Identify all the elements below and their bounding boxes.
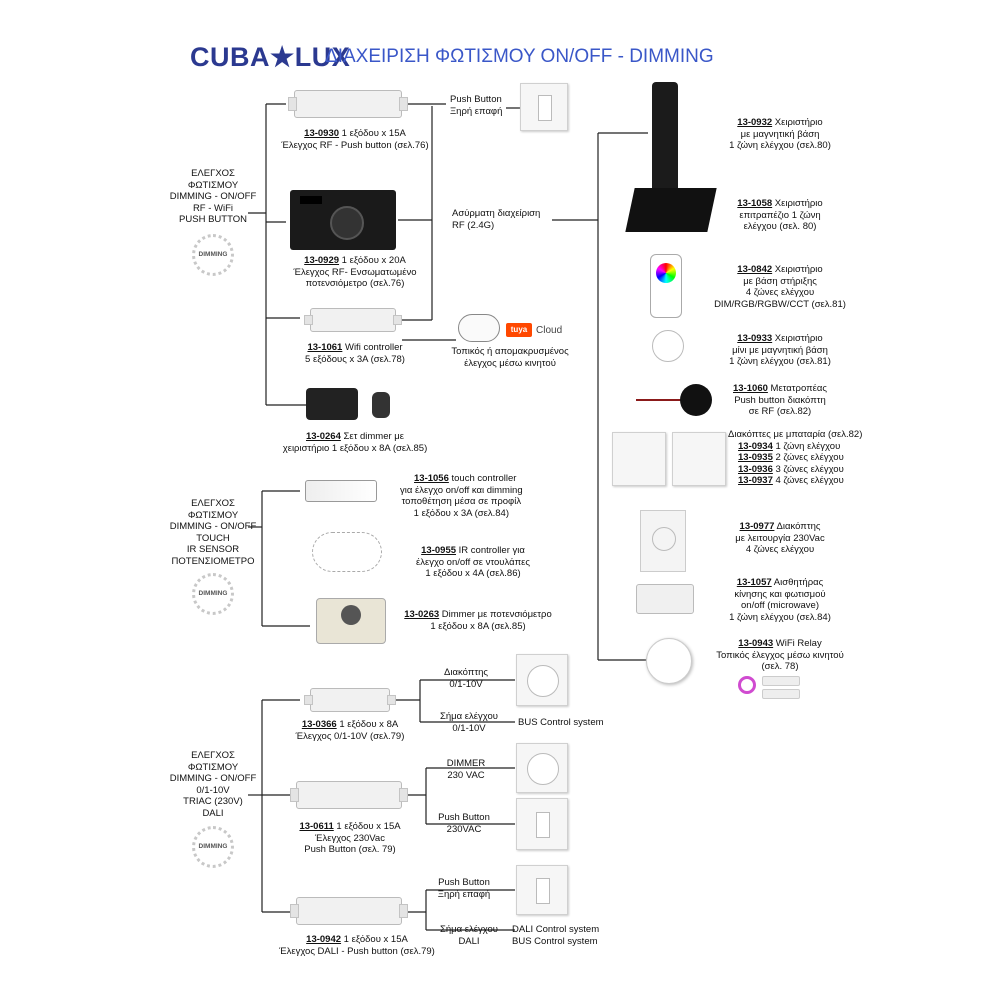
product-13-0930: 13-0930 1 εξόδου x 15A Έλεγχος RF - Push… (281, 128, 429, 151)
remote-13-1060: 13-1060 Μετατροπέας Push button διακόπτη… (733, 383, 827, 417)
cloud-label: Cloud (536, 325, 563, 336)
ir-sensor-image (312, 532, 382, 572)
touch-wheel-icon (652, 527, 676, 551)
remote-13-0842-image (650, 254, 682, 318)
remote-13-0977-image (640, 510, 686, 572)
product-13-1056: 13-1056 touch controller για έλεγχο on/o… (400, 473, 523, 519)
page-title: ΔΙΑΧΕΙΡΙΣΗ ΦΩΤΙΣΜΟΥ ON/OFF - DIMMING (325, 46, 714, 67)
push-230-switch-image (516, 798, 568, 850)
remote-13-1060-image (680, 384, 712, 416)
remote-fob-icon (372, 392, 390, 418)
switch-010-label: Διακόπτης 0/1-10V (444, 667, 488, 690)
remote-13-1058-image (625, 188, 717, 232)
remote-13-0933: 13-0933 Χειριστήριο μίνι με μαγνητική βά… (729, 333, 831, 367)
controller-13-0611-image (290, 781, 408, 809)
color-wheel-icon (656, 263, 676, 283)
battery-switches: Διακόπτες με μπαταρία (σελ.82) 13-0934 1… (728, 429, 863, 486)
remote-13-0933-image (652, 330, 684, 362)
controller-13-0929-image (290, 190, 396, 250)
battery-switch-1-image (612, 432, 666, 486)
led-display-icon (300, 196, 322, 204)
remote-13-0842: 13-0842 Χειριστήριο με βάση στήριξης 4 ζ… (714, 264, 846, 310)
product-13-0264: 13-0264 Σετ dimmer με χειριστήριο 1 εξόδ… (282, 431, 428, 454)
group-label-touch: ΕΛΕΓΧΟΣ ΦΩΤΙΣΜΟΥ DIMMING - ON/OFF TOUCH … (169, 498, 257, 567)
dimmer-set-image (306, 388, 358, 420)
push-dali-switch-image (516, 865, 568, 915)
controller-13-0366-image (304, 688, 396, 712)
product-13-0611: 13-0611 1 εξόδου x 15A Έλεγχος 230Vac Pu… (299, 821, 401, 855)
remote-13-0943: 13-0943 WiFi Relay Τοπικός έλεγχος μέσω … (716, 638, 844, 672)
remote-13-0932-image (652, 82, 678, 194)
product-13-0263: 13-0263 Dimmer με ποτενσιόμετρο 1 εξόδου… (404, 609, 552, 632)
product-13-0929: 13-0929 1 εξόδου x 20A Έλεγχος RF- Ενσωμ… (293, 255, 417, 289)
push-230-label: Push Button 230VAC (438, 812, 490, 835)
dali-systems-label: DALI Control system BUS Control system (512, 924, 600, 947)
product-13-0366: 13-0366 1 εξόδου x 8A Έλεγχος 0/1-10V (σ… (295, 719, 405, 742)
product-13-0955: 13-0955 IR controller για έλεγχο on/off … (416, 545, 530, 579)
remote-13-0932: 13-0932 Χειριστήριο με μαγνητική βάση 1 … (729, 117, 831, 151)
wireless-label: Ασύρματη διαχείριση RF (2.4G) (452, 208, 541, 231)
dimming-badge: DIMMING (192, 826, 234, 868)
controller-13-1061-image (304, 308, 402, 332)
wifi-relay-13-0943-image (646, 638, 692, 684)
battery-switch-4-image (672, 432, 726, 486)
product-13-0942: 13-0942 1 εξόδου x 15A Έλεγχος DALI - Pu… (279, 934, 435, 957)
dimming-badge: DIMMING (192, 573, 234, 615)
product-13-1061: 13-1061 Wifi controller 5 εξόδους x 3A (… (305, 342, 405, 365)
signal-010-label: Σήμα ελέγχου 0/1-10V (440, 711, 498, 734)
knob-icon (341, 605, 361, 625)
push-button-label: Push Button Ξηρή επαφή (450, 94, 503, 117)
group-label-wired: ΕΛΕΓΧΟΣ ΦΩΤΙΣΜΟΥ DIMMING - ON/OFF 0/1-10… (169, 750, 257, 819)
remote-mobile-label: Τοπικός ή απομακρυσμένος έλεγχος μέσω κι… (451, 346, 569, 369)
bus-control-label: BUS Control system (518, 717, 604, 728)
potentiometer-dimmer-image (316, 598, 386, 644)
controller-13-0942-image (290, 897, 408, 925)
push-button-switch-image (520, 83, 568, 131)
converter-cable-icon (636, 399, 682, 401)
remote-13-0977: 13-0977 Διακόπτης με λειτουργία 230Vac 4… (735, 521, 825, 555)
dimmer-230-label: DIMMER 230 VAC (446, 758, 486, 781)
push-dali-label: Push Button Ξηρή επαφή (437, 877, 491, 900)
controller-13-0930-image (288, 90, 408, 118)
cloud-icon (458, 314, 500, 342)
tuya-logo: tuya (506, 323, 532, 337)
dimming-badge: DIMMING (192, 234, 234, 276)
cubalux-logo: CUBA★LUX (190, 42, 351, 72)
remote-13-1057: 13-1057 Αισθητήρας κίνησης και φωτισμού … (729, 577, 831, 623)
sensor-13-1057-image (636, 584, 694, 614)
dimmer-switch-010-image (516, 654, 568, 706)
dimmer-230-switch-image (516, 743, 568, 793)
app-store-badge-icon (762, 689, 800, 699)
app-logo-icon (738, 676, 756, 694)
signal-dali-label: Σήμα ελέγχου DALI (440, 924, 498, 947)
google-play-badge-icon (762, 676, 800, 686)
remote-13-1058: 13-1058 Χειριστήριο επιτραπέζιο 1 ζώνη ε… (737, 198, 823, 232)
knob-icon (330, 206, 364, 240)
touch-controller-image (305, 480, 377, 502)
group-label-rf: ΕΛΕΓΧΟΣ ΦΩΤΙΣΜΟΥ DIMMING - ON/OFF RF - W… (169, 168, 257, 225)
